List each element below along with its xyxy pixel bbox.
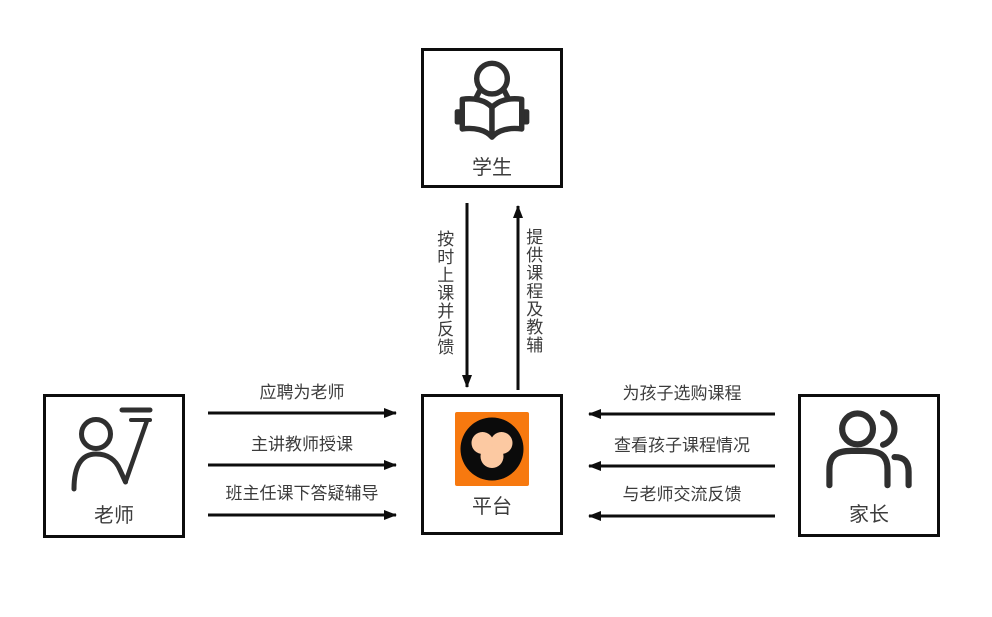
edge-label-parent-1: 为孩子选购课程 <box>622 384 742 403</box>
monkey-face-icon <box>455 411 529 491</box>
node-student: 学生 <box>421 48 563 188</box>
teacher-pointer-icon <box>69 405 159 500</box>
reading-student-icon <box>447 57 537 152</box>
edge-label-parent-2: 查看孩子课程情况 <box>614 436 750 455</box>
node-teacher: 老师 <box>43 394 185 538</box>
edge-label-platform-to-student: 提供课程及教辅 <box>523 228 543 354</box>
node-platform-label: 平台 <box>472 495 512 518</box>
edge-label-parent-3: 与老师交流反馈 <box>622 485 742 504</box>
edge-label-teacher-2: 主讲教师授课 <box>251 435 353 454</box>
node-teacher-label: 老师 <box>94 505 134 527</box>
edge-label-teacher-1: 应聘为老师 <box>259 383 345 402</box>
parents-icon <box>825 406 913 499</box>
node-parent-label: 家长 <box>849 503 889 526</box>
node-student-label: 学生 <box>472 157 512 179</box>
node-parent: 家长 <box>798 394 940 537</box>
edge-label-teacher-3: 班主任课下答疑辅导 <box>225 484 379 503</box>
node-platform: 平台 <box>421 394 563 535</box>
edge-label-student-to-platform: 按时上课并反馈 <box>434 230 454 356</box>
